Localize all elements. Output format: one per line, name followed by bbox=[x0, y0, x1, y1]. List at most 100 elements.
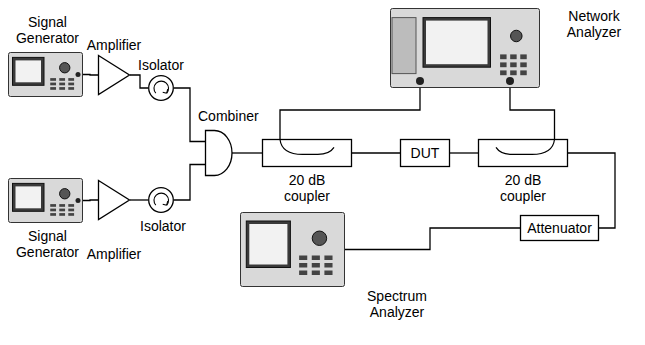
isolator-symbol bbox=[149, 76, 174, 101]
shape-outline bbox=[98, 55, 130, 95]
instrument-key bbox=[312, 271, 320, 276]
cable-connector bbox=[232, 152, 262, 153]
label-holder: Combiner bbox=[198, 108, 270, 124]
instrument-key bbox=[50, 83, 56, 86]
instrument-knob bbox=[511, 30, 523, 42]
instrument-key bbox=[59, 87, 65, 90]
coupled-line bbox=[280, 140, 334, 155]
isolator-arrow bbox=[154, 81, 169, 93]
instrument-case bbox=[241, 213, 345, 287]
port-connector bbox=[506, 77, 514, 85]
instrument-key bbox=[520, 62, 526, 67]
isolator: Isolator bbox=[148, 187, 174, 213]
cable-connector bbox=[450, 152, 478, 153]
component-label: Amplifier bbox=[87, 246, 141, 262]
instrument-key bbox=[50, 204, 56, 207]
component-label: Signal Generator bbox=[16, 14, 79, 46]
isolator-arrowhead bbox=[163, 201, 168, 205]
isolator-arrowhead bbox=[163, 89, 168, 93]
cable-connector bbox=[83, 199, 98, 201]
component-box: Attenuator bbox=[520, 215, 599, 241]
label-holder: Isolator bbox=[126, 57, 196, 73]
combiner: Combiner bbox=[205, 130, 232, 176]
instrument-knob bbox=[60, 63, 70, 73]
box-label: Attenuator bbox=[527, 220, 592, 236]
shape-outline bbox=[8, 178, 83, 223]
instrument-key bbox=[59, 83, 65, 86]
coupled-line bbox=[496, 140, 555, 155]
instrument-key bbox=[68, 87, 74, 90]
instrument-key bbox=[68, 204, 74, 207]
instrument-key bbox=[510, 70, 516, 75]
instrument-case bbox=[391, 9, 540, 88]
cable-connector bbox=[174, 165, 205, 201]
instrument-key bbox=[510, 54, 516, 59]
instrument-key bbox=[68, 209, 74, 212]
cable-connector bbox=[280, 88, 420, 139]
instrument-key bbox=[500, 54, 506, 59]
component-label: 20 dB coupler bbox=[500, 172, 546, 204]
component-label: 20 dB coupler bbox=[284, 172, 330, 204]
instrument: Signal Generator bbox=[8, 52, 83, 97]
component-label: Isolator bbox=[138, 57, 184, 73]
instrument-key bbox=[500, 62, 506, 67]
instrument-key bbox=[312, 263, 320, 268]
instrument: Signal Generator bbox=[8, 178, 83, 223]
component-box bbox=[401, 140, 450, 167]
instrument: Network Analyzer bbox=[390, 8, 540, 88]
instrument-screen bbox=[246, 221, 290, 268]
instrument-key bbox=[50, 209, 56, 212]
isolator: Isolator bbox=[148, 75, 174, 101]
cable-connector bbox=[345, 228, 520, 250]
shape-outline bbox=[8, 52, 83, 97]
instrument-key bbox=[59, 204, 65, 207]
instrument-screen bbox=[13, 183, 45, 211]
label-holder: Isolator bbox=[128, 218, 198, 234]
amplifier: Amplifier bbox=[98, 55, 130, 95]
instrument-panel bbox=[392, 18, 416, 74]
instrument-case bbox=[9, 53, 83, 97]
instrument-case bbox=[9, 179, 83, 223]
cable-connector bbox=[83, 74, 98, 76]
component-label: Combiner bbox=[198, 108, 259, 124]
instrument-key bbox=[312, 256, 320, 261]
instrument-key bbox=[500, 70, 506, 75]
instrument-key bbox=[59, 209, 65, 212]
amplifier: Amplifier bbox=[98, 180, 130, 220]
cable-connector bbox=[510, 88, 555, 139]
screen-display bbox=[16, 60, 42, 82]
instrument-key bbox=[324, 271, 332, 276]
component-label: Amplifier bbox=[87, 37, 141, 53]
coupler-body bbox=[479, 140, 568, 167]
instrument-key bbox=[299, 256, 307, 261]
isolator-arrow bbox=[154, 193, 169, 205]
shape-outline bbox=[148, 75, 174, 101]
screen-display bbox=[426, 21, 488, 65]
instrument-key bbox=[50, 213, 56, 216]
amplifier-symbol bbox=[99, 181, 130, 220]
component-label: Network Analyzer bbox=[567, 8, 621, 40]
screen-display bbox=[16, 186, 42, 208]
instrument-key bbox=[299, 263, 307, 268]
label-holder: Network Analyzer bbox=[550, 8, 638, 40]
component-label: Signal Generator bbox=[16, 228, 79, 260]
cable-connector bbox=[130, 199, 148, 200]
cable-connector bbox=[352, 152, 400, 153]
isolator-symbol bbox=[149, 188, 174, 213]
shape-outline bbox=[478, 139, 568, 167]
label-holder: 20 dB coupler bbox=[272, 172, 342, 204]
instrument-key bbox=[299, 271, 307, 276]
port-connector bbox=[416, 77, 424, 85]
instrument-key bbox=[68, 83, 74, 86]
shape-outline bbox=[240, 212, 345, 287]
instrument-key bbox=[59, 213, 65, 216]
shape-outline bbox=[98, 180, 130, 220]
shape-outline bbox=[205, 130, 232, 176]
label-holder: DUT bbox=[400, 139, 450, 167]
label-holder: Amplifier bbox=[74, 37, 154, 53]
instrument-key bbox=[324, 263, 332, 268]
instrument-key bbox=[50, 78, 56, 81]
combiner-symbol bbox=[206, 131, 233, 176]
box-label: DUT bbox=[411, 145, 440, 161]
